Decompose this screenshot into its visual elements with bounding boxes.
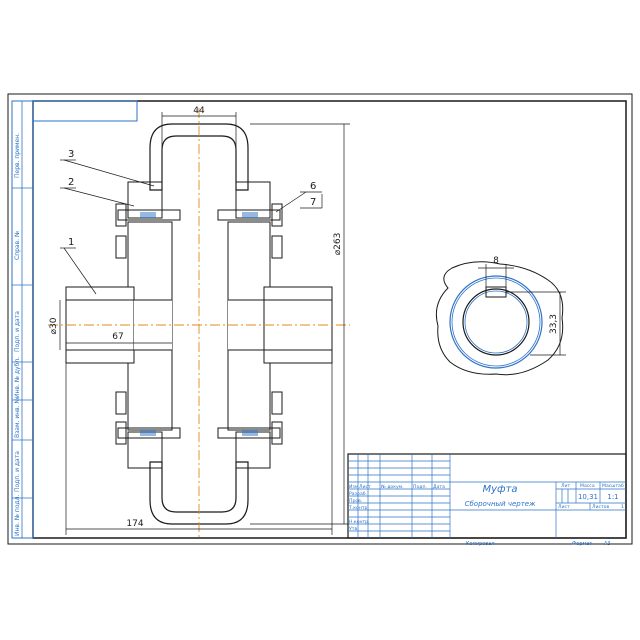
side-label-6: Инв. № подл. [14,495,21,536]
hub-outer-circle [449,275,543,369]
leader-6: 6 [310,181,316,192]
sheets-label: Листов [592,504,609,510]
dim-33-3: 33,3 [549,314,559,334]
bolt-bottom-left [117,427,181,439]
side-label-5: Подп. и дата [14,451,21,492]
sheets-count: 1 [621,504,624,510]
drawing-title: Муфта [482,484,517,495]
side-label-3: Инв. № дубл. [14,357,21,398]
dim-67: 67 [112,332,123,342]
side-label-0: Перв. примен. [14,133,21,178]
title-block: Изм Лист № докум. Подп. Дата Разраб. Про… [347,453,627,547]
format-label: Формат [572,541,592,547]
mass-header: Масса [580,483,595,489]
role-1: Пров. [349,498,362,504]
side-label-2: Подп. и дата [14,311,21,352]
format-value: A3 [604,541,611,547]
bolt-top-left [117,209,181,221]
bore-circle [462,288,530,356]
nuts [115,203,283,445]
section-break-outline [435,261,564,376]
role-5: Утв. [349,526,359,532]
sheet-label: Лист [558,504,570,510]
leader-1: 1 [68,237,74,248]
drawing-subtitle: Сборочный чертеж [465,500,536,508]
side-label-1: Справ. № [14,231,21,260]
side-label-4: Взам. инв. № [14,397,21,438]
coupling-section [48,108,350,540]
sheet-frame [32,100,627,539]
left-flange [127,221,173,431]
rev-header-3: Подп. [413,484,427,490]
bolt-bottom-right [217,427,281,439]
leaders: 1 2 3 6 7 [60,149,323,295]
lit-header: Лит [561,483,570,489]
bolt-top-right [217,209,281,221]
role-2: Т.контр. [348,505,369,511]
leader-3: 3 [68,149,74,160]
side-strip: Перв. примен. Справ. № Подп. и дата Инв.… [11,100,34,539]
cross-section: 8 33,3 [435,256,566,376]
rev-header-2: № докум. [381,484,404,490]
role-0: Разраб. [349,491,367,497]
dim-263: ⌀263 [333,233,343,256]
sheet-outer-border [7,93,633,545]
mass-value: 10,31 [578,493,598,501]
leader-7: 7 [310,197,316,208]
copied-label: Копировал [466,541,495,547]
rev-header-4: Дата [433,484,445,490]
scale-value: 1:1 [607,493,618,501]
scale-header: Масштаб [602,483,624,489]
role-4: Н.контр. [349,519,370,525]
dim-44: 44 [193,106,205,116]
dim-174: 174 [126,519,143,529]
dim-8: 8 [493,256,499,266]
leader-2: 2 [68,177,74,188]
top-left-box [32,100,138,122]
dim-30: ⌀30 [49,317,59,334]
dimensions: 44 ⌀263 ⌀30 67 174 [49,106,350,535]
rev-header-1: Лист [359,484,371,490]
rev-header-0: Изм [349,484,359,490]
